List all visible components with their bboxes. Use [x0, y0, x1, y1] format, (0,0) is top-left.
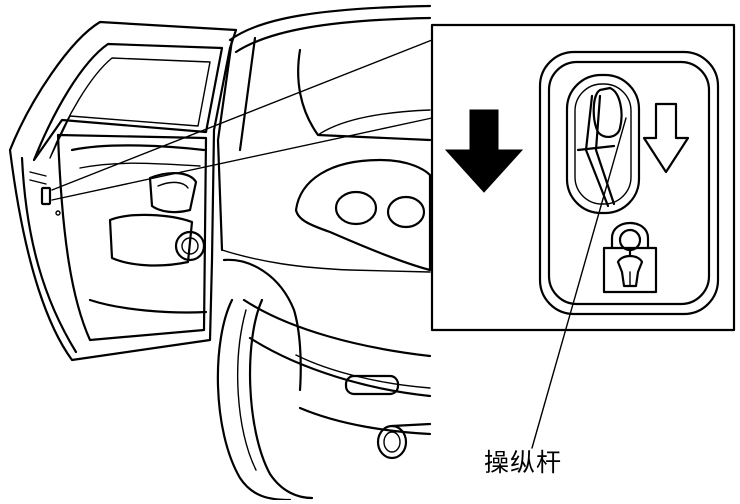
arrow-down-solid-icon [444, 109, 524, 193]
detail-inset [430, 23, 736, 449]
open-rear-door [8, 20, 238, 362]
arrow-down-outline-icon [642, 102, 690, 174]
callout-label-lever: 操纵杆 [484, 448, 563, 477]
callout-leader [531, 117, 627, 449]
lever [576, 86, 623, 208]
zoom-pointer-lines [51, 39, 433, 201]
car-body [216, 4, 432, 502]
child-lock-padlock-icon [602, 222, 658, 294]
